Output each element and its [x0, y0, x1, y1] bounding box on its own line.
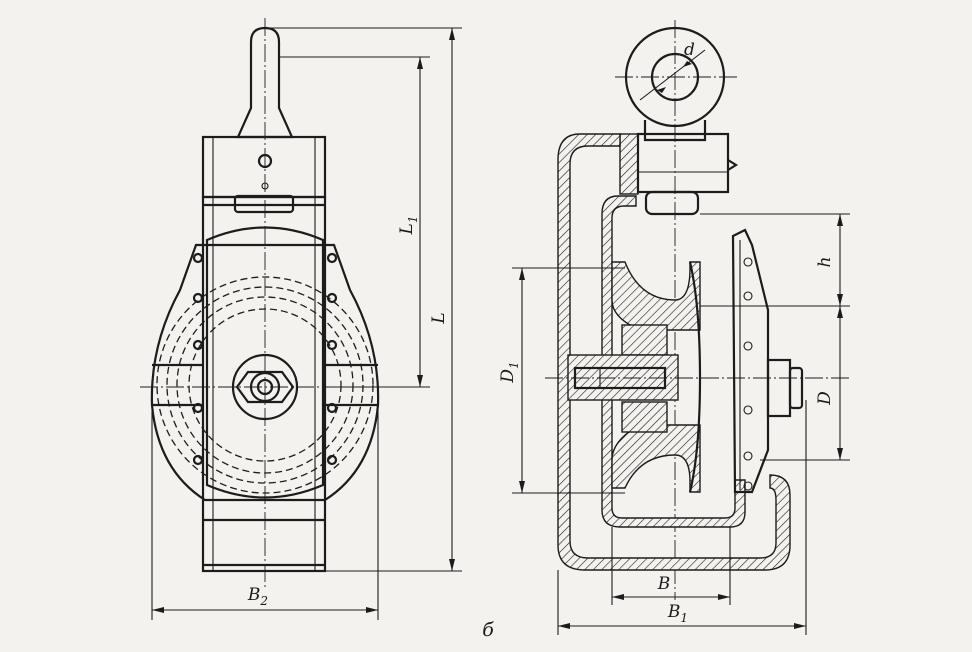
axle-nut [766, 358, 792, 418]
axle [567, 354, 679, 401]
dim-L1-subscript: 1 [406, 216, 420, 224]
dimension-B1: B1 [557, 400, 807, 635]
sheave-casing [150, 243, 380, 502]
dim-B2-symbol: B [247, 585, 261, 605]
dim-L1-symbol: L [397, 223, 417, 235]
dim-B1-subscript: 1 [680, 611, 688, 625]
panel-label: б [482, 619, 494, 641]
svg-text:D1: D1 [498, 361, 521, 383]
front-view: L1 L B2 [140, 18, 462, 620]
dimension-L: L [265, 27, 462, 572]
dimension-h: h [700, 213, 850, 307]
dimension-D1: D1 [498, 267, 625, 494]
crosshead-nut [644, 190, 700, 216]
dim-h-symbol: h [815, 257, 835, 268]
sheave-lower [611, 424, 701, 493]
dim-D1-subscript: 1 [507, 361, 521, 369]
dimension-D: D [760, 306, 850, 461]
dim-D1-symbol: D [498, 369, 518, 384]
sheave-wheel [205, 226, 325, 499]
dim-B2-subscript: 2 [259, 594, 268, 608]
dim-B1-symbol: B [667, 602, 681, 622]
bearing-upper [621, 324, 668, 356]
dim-L-symbol: L [429, 312, 449, 324]
dim-d-symbol: d [684, 40, 695, 60]
sheave-upper [611, 261, 701, 331]
svg-text:B2: B2 [247, 585, 268, 608]
dim-D-symbol: D [815, 391, 835, 406]
side-view: d [498, 20, 850, 635]
svg-text:B1: B1 [667, 602, 688, 625]
cheek-plate [201, 195, 327, 573]
dimension-B2: B2 [151, 410, 379, 620]
svg-text:L1: L1 [397, 216, 420, 236]
crosshead [636, 132, 730, 194]
dimension-L1: L1 [279, 56, 430, 388]
dimension-B: B [611, 527, 731, 605]
side-plate-bolts [743, 257, 753, 491]
bearing-lower [621, 401, 668, 433]
outer-bail [557, 133, 791, 571]
dim-B-symbol: B [657, 574, 671, 594]
crosshead-section [619, 133, 639, 195]
casing-bolts [192, 252, 338, 466]
